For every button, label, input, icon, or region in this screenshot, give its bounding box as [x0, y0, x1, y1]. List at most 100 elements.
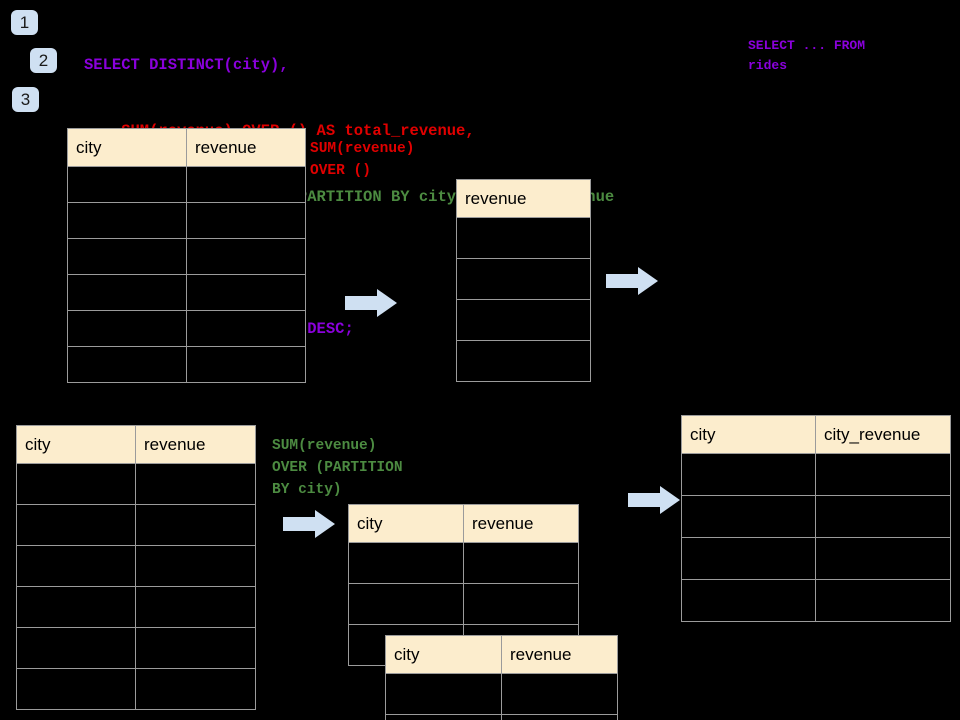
table-cell — [681, 495, 816, 538]
table-header-row: revenue — [456, 179, 591, 218]
right-arrow-icon — [283, 510, 335, 538]
table-row — [681, 453, 951, 496]
table-header-row: city city_revenue — [681, 415, 951, 454]
column-header-city-revenue: city_revenue — [815, 415, 951, 454]
step-badge-3: 3 — [12, 87, 39, 112]
table-row — [67, 310, 306, 347]
table-row — [16, 586, 256, 628]
table-cell — [681, 453, 816, 496]
table-header-row: city revenue — [16, 425, 256, 464]
column-header-revenue: revenue — [456, 179, 591, 218]
table-row — [67, 166, 306, 203]
table-row — [681, 537, 951, 580]
table-cell — [815, 453, 951, 496]
table-cell — [456, 340, 591, 382]
step-badge-2-label: 2 — [38, 51, 49, 70]
table-body — [456, 217, 591, 382]
column-header-revenue: revenue — [135, 425, 256, 464]
table-cell — [456, 258, 591, 300]
total-revenue-table: revenue — [456, 179, 591, 382]
table-row — [16, 627, 256, 669]
table-cell — [135, 668, 256, 710]
table-row — [348, 583, 579, 625]
right-arrow-icon — [628, 486, 680, 514]
table-cell — [135, 463, 256, 505]
table-cell — [501, 673, 618, 715]
table-cell — [186, 346, 306, 383]
table-header-row: city revenue — [348, 504, 579, 543]
annotation-sum-over-partition: SUM(revenue) OVER (PARTITION BY city) — [272, 438, 403, 498]
table-cell — [16, 627, 136, 669]
arrow-rides-to-partition — [283, 509, 335, 539]
annotation-select-from-rides: SELECT ... FROM rides — [748, 38, 866, 73]
table-body — [67, 166, 306, 383]
table-body — [16, 463, 256, 710]
result-table: city city_revenue — [681, 415, 951, 622]
column-header-revenue: revenue — [501, 635, 618, 674]
table-cell — [463, 583, 579, 625]
table-row — [456, 340, 591, 382]
table-header-row: city revenue — [385, 635, 618, 674]
table-cell — [348, 542, 464, 584]
table-cell — [16, 545, 136, 587]
table-cell — [385, 714, 502, 720]
table-cell — [501, 714, 618, 720]
table-cell — [135, 627, 256, 669]
table-cell — [456, 299, 591, 341]
table-row — [681, 579, 951, 622]
table-body — [681, 453, 951, 622]
column-header-revenue: revenue — [463, 504, 579, 543]
table-cell — [67, 310, 187, 347]
table-cell — [16, 463, 136, 505]
table-cell — [456, 217, 591, 259]
table-row — [456, 217, 591, 259]
table-row — [67, 202, 306, 239]
table-row — [456, 258, 591, 300]
table-cell — [67, 238, 187, 275]
table-row — [385, 714, 618, 720]
table-row — [681, 495, 951, 538]
step-badge-3-label: 3 — [20, 90, 31, 109]
table-cell — [186, 310, 306, 347]
arrow-rides-to-total-revenue — [345, 288, 397, 318]
table-cell — [67, 166, 187, 203]
table-cell — [67, 346, 187, 383]
table-cell — [681, 537, 816, 580]
column-header-city: city — [681, 415, 816, 454]
table-body — [385, 673, 618, 720]
column-header-city: city — [16, 425, 136, 464]
table-cell — [186, 274, 306, 311]
partition-group-table-front: city revenue — [385, 635, 618, 720]
column-header-city: city — [67, 128, 187, 167]
right-arrow-icon — [606, 267, 658, 295]
table-cell — [186, 202, 306, 239]
table-cell — [348, 583, 464, 625]
right-arrow-icon — [345, 289, 397, 317]
table-row — [16, 668, 256, 710]
column-header-revenue: revenue — [186, 128, 306, 167]
table-row — [16, 545, 256, 587]
table-row — [385, 673, 618, 715]
table-header-row: city revenue — [67, 128, 306, 167]
table-row — [67, 238, 306, 275]
table-row — [16, 463, 256, 505]
rides-source-table-top: city revenue — [67, 128, 306, 383]
annotation-sum-over-empty: SUM(revenue) OVER () — [310, 141, 415, 179]
table-cell — [815, 495, 951, 538]
arrow-total-revenue-to-result — [606, 266, 658, 296]
step-badge-2: 2 — [30, 48, 57, 73]
arrow-partition-to-result — [628, 485, 680, 515]
table-cell — [16, 586, 136, 628]
table-cell — [135, 504, 256, 546]
table-row — [67, 274, 306, 311]
table-cell — [815, 579, 951, 622]
table-cell — [135, 586, 256, 628]
table-cell — [815, 537, 951, 580]
table-cell — [16, 504, 136, 546]
table-cell — [681, 579, 816, 622]
table-cell — [135, 545, 256, 587]
step-badge-1: 1 — [11, 10, 38, 35]
table-cell — [67, 202, 187, 239]
table-row — [348, 542, 579, 584]
